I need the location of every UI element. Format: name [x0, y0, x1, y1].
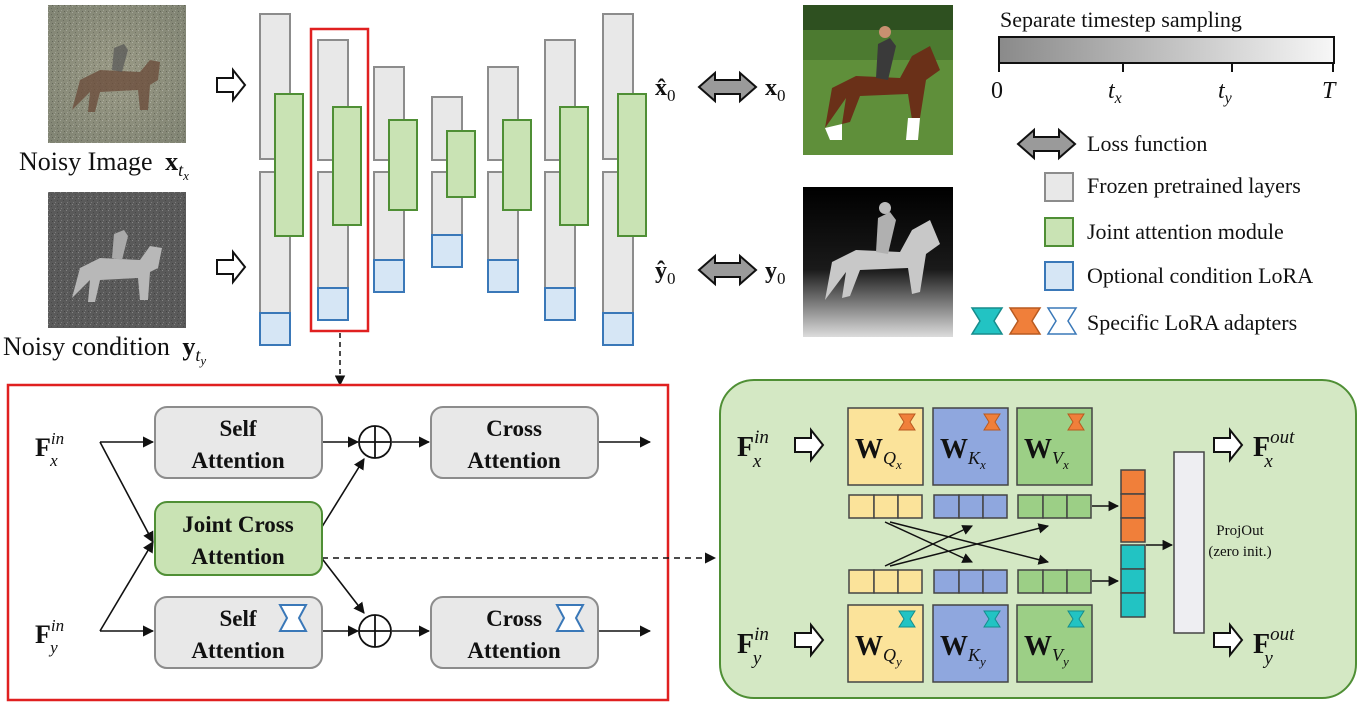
tick-label-tx: tx [1108, 78, 1122, 107]
loss-arrows [697, 70, 758, 287]
svg-text:WVy: WVy [1024, 631, 1069, 669]
block-detail-panel [6, 383, 670, 702]
svg-text:Cross: Cross [486, 416, 542, 441]
k-x-tokens [933, 494, 1008, 519]
svg-text:Attention: Attention [191, 638, 284, 663]
self-attention-y-box: Self Attention [154, 596, 323, 669]
svg-text:Attention: Attention [191, 544, 284, 569]
legend-frozen-label: Frozen pretrained layers [1087, 173, 1301, 198]
timestep-bar [998, 36, 1335, 64]
legend-adapter-label: Specific LoRA adapters [1087, 310, 1297, 335]
legend-joint-swatch [1044, 217, 1074, 247]
svg-text:Self: Self [219, 416, 256, 441]
noisy-condition-label: Noisy condition yty [3, 332, 206, 368]
token-strips [848, 494, 1092, 594]
joint-cross-attention-box: Joint Cross Attention [154, 501, 323, 576]
svg-text:WQy: WQy [855, 631, 902, 669]
block-connectors [99, 436, 717, 637]
lora-adapter-icon [278, 604, 308, 632]
input-arrows [216, 67, 247, 285]
projout-label: ProjOut [1216, 523, 1264, 539]
noisy-image-label: Noisy Image xtx [19, 147, 189, 183]
legend: Loss function Frozen pretrained layers J… [970, 127, 1313, 335]
self-attention-x-box: Self Attention [154, 406, 323, 479]
sum-nodes [358, 425, 392, 648]
svg-text:Attention: Attention [467, 448, 560, 473]
w-v-y-box: WVy [1016, 604, 1093, 683]
projout-init-label: (zero init.) [1208, 544, 1271, 560]
svg-text:Self: Self [219, 606, 256, 631]
y-hat-label: ŷ0 [655, 258, 676, 288]
legend-frozen-swatch [1044, 172, 1074, 202]
tick-label-0: 0 [991, 78, 1003, 104]
timestep-ticks [998, 63, 1334, 72]
noisy-image-thumbnail [48, 5, 186, 143]
svg-text:WQx: WQx [855, 434, 902, 472]
lora-adapter-icon [555, 604, 585, 632]
w-v-x-box: WVx [1016, 407, 1093, 486]
svg-text:Cross: Cross [486, 606, 542, 631]
w-q-y-box: WQy [847, 604, 924, 683]
x-hat-label: x̂0 [655, 75, 676, 105]
cross-token-arrows [884, 500, 1174, 587]
module-input-arrows [794, 427, 1244, 658]
noisy-condition-thumbnail [48, 192, 186, 328]
x-label: x0 [765, 75, 786, 105]
unet-columns [259, 13, 647, 346]
cross-attention-x-box: Cross Attention [430, 406, 599, 479]
q-x-tokens [848, 494, 923, 519]
highlighted-block [309, 27, 370, 333]
tick-label-ty: ty [1218, 78, 1233, 107]
svg-text:WVx: WVx [1024, 434, 1069, 472]
q-y-tokens [848, 569, 923, 594]
k-y-tokens [933, 569, 1008, 594]
svg-text:Attention: Attention [467, 638, 560, 663]
legend-adapter-icons [970, 307, 1078, 335]
timestep-title: Separate timestep sampling [1000, 7, 1242, 32]
v-y-tokens [1017, 569, 1092, 594]
svg-text:Attention: Attention [191, 448, 284, 473]
svg-text:WKx: WKx [940, 434, 986, 472]
clean-image-thumbnail [803, 5, 953, 155]
tick-label-T: T [1322, 78, 1337, 104]
legend-lora-label: Optional condition LoRA [1087, 263, 1313, 288]
v-x-tokens [1017, 494, 1092, 519]
legend-lora-swatch [1044, 261, 1074, 291]
y-label: y0 [765, 258, 786, 288]
svg-text:Joint Cross: Joint Cross [182, 512, 293, 537]
w-k-y-box: WKy [932, 604, 1009, 683]
concatenated-tokens [1120, 469, 1146, 618]
cross-attention-y-box: Cross Attention [430, 596, 599, 669]
legend-loss-icon [1016, 127, 1077, 161]
w-q-x-box: WQx [847, 407, 924, 486]
depth-map-thumbnail [803, 187, 953, 337]
legend-joint-label: Joint attention module [1087, 219, 1284, 244]
legend-loss-label: Loss function [1087, 131, 1207, 156]
svg-text:WKy: WKy [940, 631, 986, 669]
w-k-x-box: WKx [932, 407, 1009, 486]
projout-layer [1173, 451, 1205, 634]
